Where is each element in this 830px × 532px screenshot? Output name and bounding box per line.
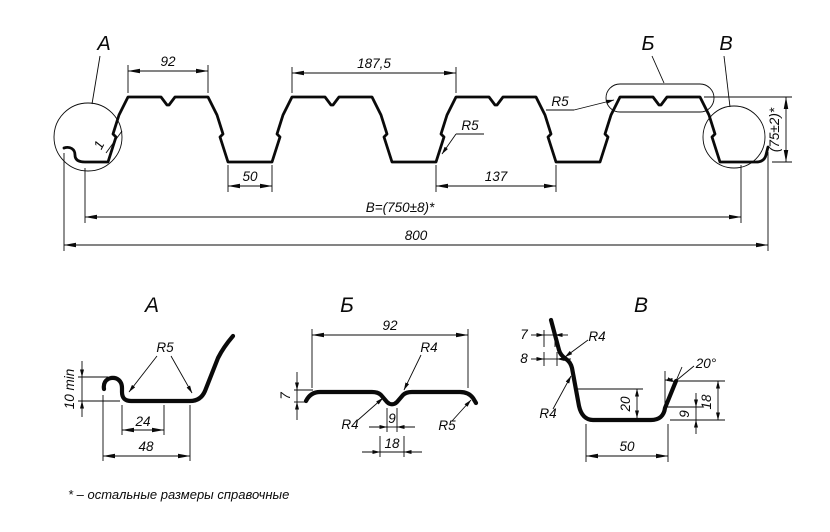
dim-overall-width-label: 800 (405, 228, 428, 243)
detail-v-dim-lip-start: 9 (667, 393, 703, 434)
detail-b-radius-notch-right-label: R4 (420, 340, 437, 355)
detail-v-title: В (634, 294, 648, 317)
detail-v-dim-web-label: 20 (618, 396, 633, 413)
detail-b-dim-notch-top-label: 18 (384, 436, 400, 451)
detail-v-radius-bottom-label: R4 (539, 406, 556, 421)
radius-crest-callout: R5 (546, 94, 615, 111)
detail-v-dim-angle: 20° (664, 356, 717, 405)
dim-thickness: 1 (91, 130, 123, 154)
detail-b-title: Б (340, 294, 354, 317)
callout-detail-b: Б (605, 33, 715, 113)
detail-b-dim-notch-bottom-label: 9 (388, 411, 396, 426)
detail-b-radius-notch-left: R4 (341, 397, 384, 432)
detail-a-circle (53, 102, 123, 172)
dim-crest-width-label: 92 (160, 54, 176, 69)
detail-v-circle (702, 105, 766, 169)
detail-v-radius-top-label: R4 (588, 329, 605, 344)
detail-v-dim-web: 20 (577, 388, 643, 419)
callout-detail-v: В (702, 33, 766, 169)
detail-v-view: В 7 8 R4 R4 (520, 294, 725, 462)
detail-b-dim-notch-top: 18 (362, 436, 422, 457)
detail-a-dim-flat-label: 24 (134, 414, 150, 429)
detail-v-callout-label: В (719, 33, 732, 55)
detail-v-dim-step-bottom-label: 8 (520, 351, 528, 366)
detail-v-dim-flat-label: 50 (619, 439, 635, 454)
dim-working-width: B=(750±8)* (84, 165, 742, 223)
detail-v-radius-top: R4 (564, 329, 606, 358)
radius-wall-label: R5 (461, 118, 479, 133)
dim-bottom-flat-label: 50 (242, 169, 258, 184)
detail-a-callout-label: А (96, 33, 110, 55)
detail-v-dim-flat: 50 (585, 424, 669, 462)
dim-working-width-label: B=(750±8)* (366, 200, 435, 215)
dim-rib-base: 137 (435, 165, 557, 192)
dim-profile-height: (75±2)* (704, 96, 792, 163)
detail-v-profile (548, 317, 679, 423)
dim-bottom-flat: 50 (227, 165, 273, 192)
detail-a-radius-callout: R5 (128, 340, 193, 394)
detail-b-radius-end-label: R5 (438, 418, 456, 433)
dim-profile-height-label: (75±2)* (767, 107, 782, 152)
detail-a-dim-lip-height-label: 10 min (62, 369, 77, 410)
detail-b-dim-notch-bottom: 9 (369, 408, 415, 432)
footnote: * – остальные размеры справочные (68, 487, 289, 502)
dim-overall-width: 800 (63, 152, 769, 251)
callout-detail-a: А (53, 33, 123, 172)
detail-a-dim-flat: 24 (121, 405, 165, 435)
detail-v-dim-lip-height: 18 (670, 380, 725, 421)
detail-v-dim-angle-label: 20° (695, 356, 717, 371)
detail-b-radius-end: R5 (438, 399, 472, 433)
detail-v-dim-step-bottom: 8 (520, 351, 571, 366)
detail-b-dim-edge-drop-label: 7 (278, 392, 293, 400)
detail-b-radius-notch-left-label: R4 (341, 417, 358, 432)
dim-pitch: 187,5 (291, 56, 457, 93)
detail-a-dim-total: 48 (102, 395, 191, 461)
detail-b-callout-label: Б (641, 33, 654, 55)
dim-thickness-label: 1 (91, 138, 108, 152)
dim-pitch-label: 187,5 (357, 56, 391, 71)
detail-b-radius-notch-right: R4 (403, 340, 438, 391)
radius-wall-callout: R5 (441, 118, 484, 155)
detail-a-radius-label: R5 (156, 340, 174, 355)
radius-crest-label: R5 (551, 94, 569, 109)
detail-v-radius-bottom: R4 (539, 375, 572, 421)
detail-b-profile (303, 389, 479, 407)
detail-a-dim-total-label: 48 (138, 439, 154, 454)
detail-b-frame (605, 83, 715, 113)
detail-a-title: А (143, 294, 159, 317)
detail-v-dim-lip-height-label: 18 (699, 394, 714, 410)
detail-v-dim-lip-start-label: 9 (677, 410, 692, 418)
detail-v-dim-step-top-label: 7 (520, 327, 528, 342)
detail-b-view: Б 92 R4 R4 9 18 (278, 294, 479, 457)
detail-v-dim-step-top: 7 (520, 327, 568, 347)
detail-a-profile (101, 333, 236, 404)
dim-crest-width: 92 (127, 54, 209, 93)
dim-rib-base-label: 137 (485, 169, 508, 184)
detail-b-dim-edge-drop: 7 (278, 372, 313, 420)
detail-a-dim-lip-height: 10 min (62, 361, 120, 417)
detail-b-dim-width: 92 (311, 318, 469, 388)
detail-a-view: А R5 24 48 10 min (62, 294, 236, 461)
sheet-profile-main (62, 95, 770, 164)
detail-b-dim-width-label: 92 (382, 318, 398, 333)
